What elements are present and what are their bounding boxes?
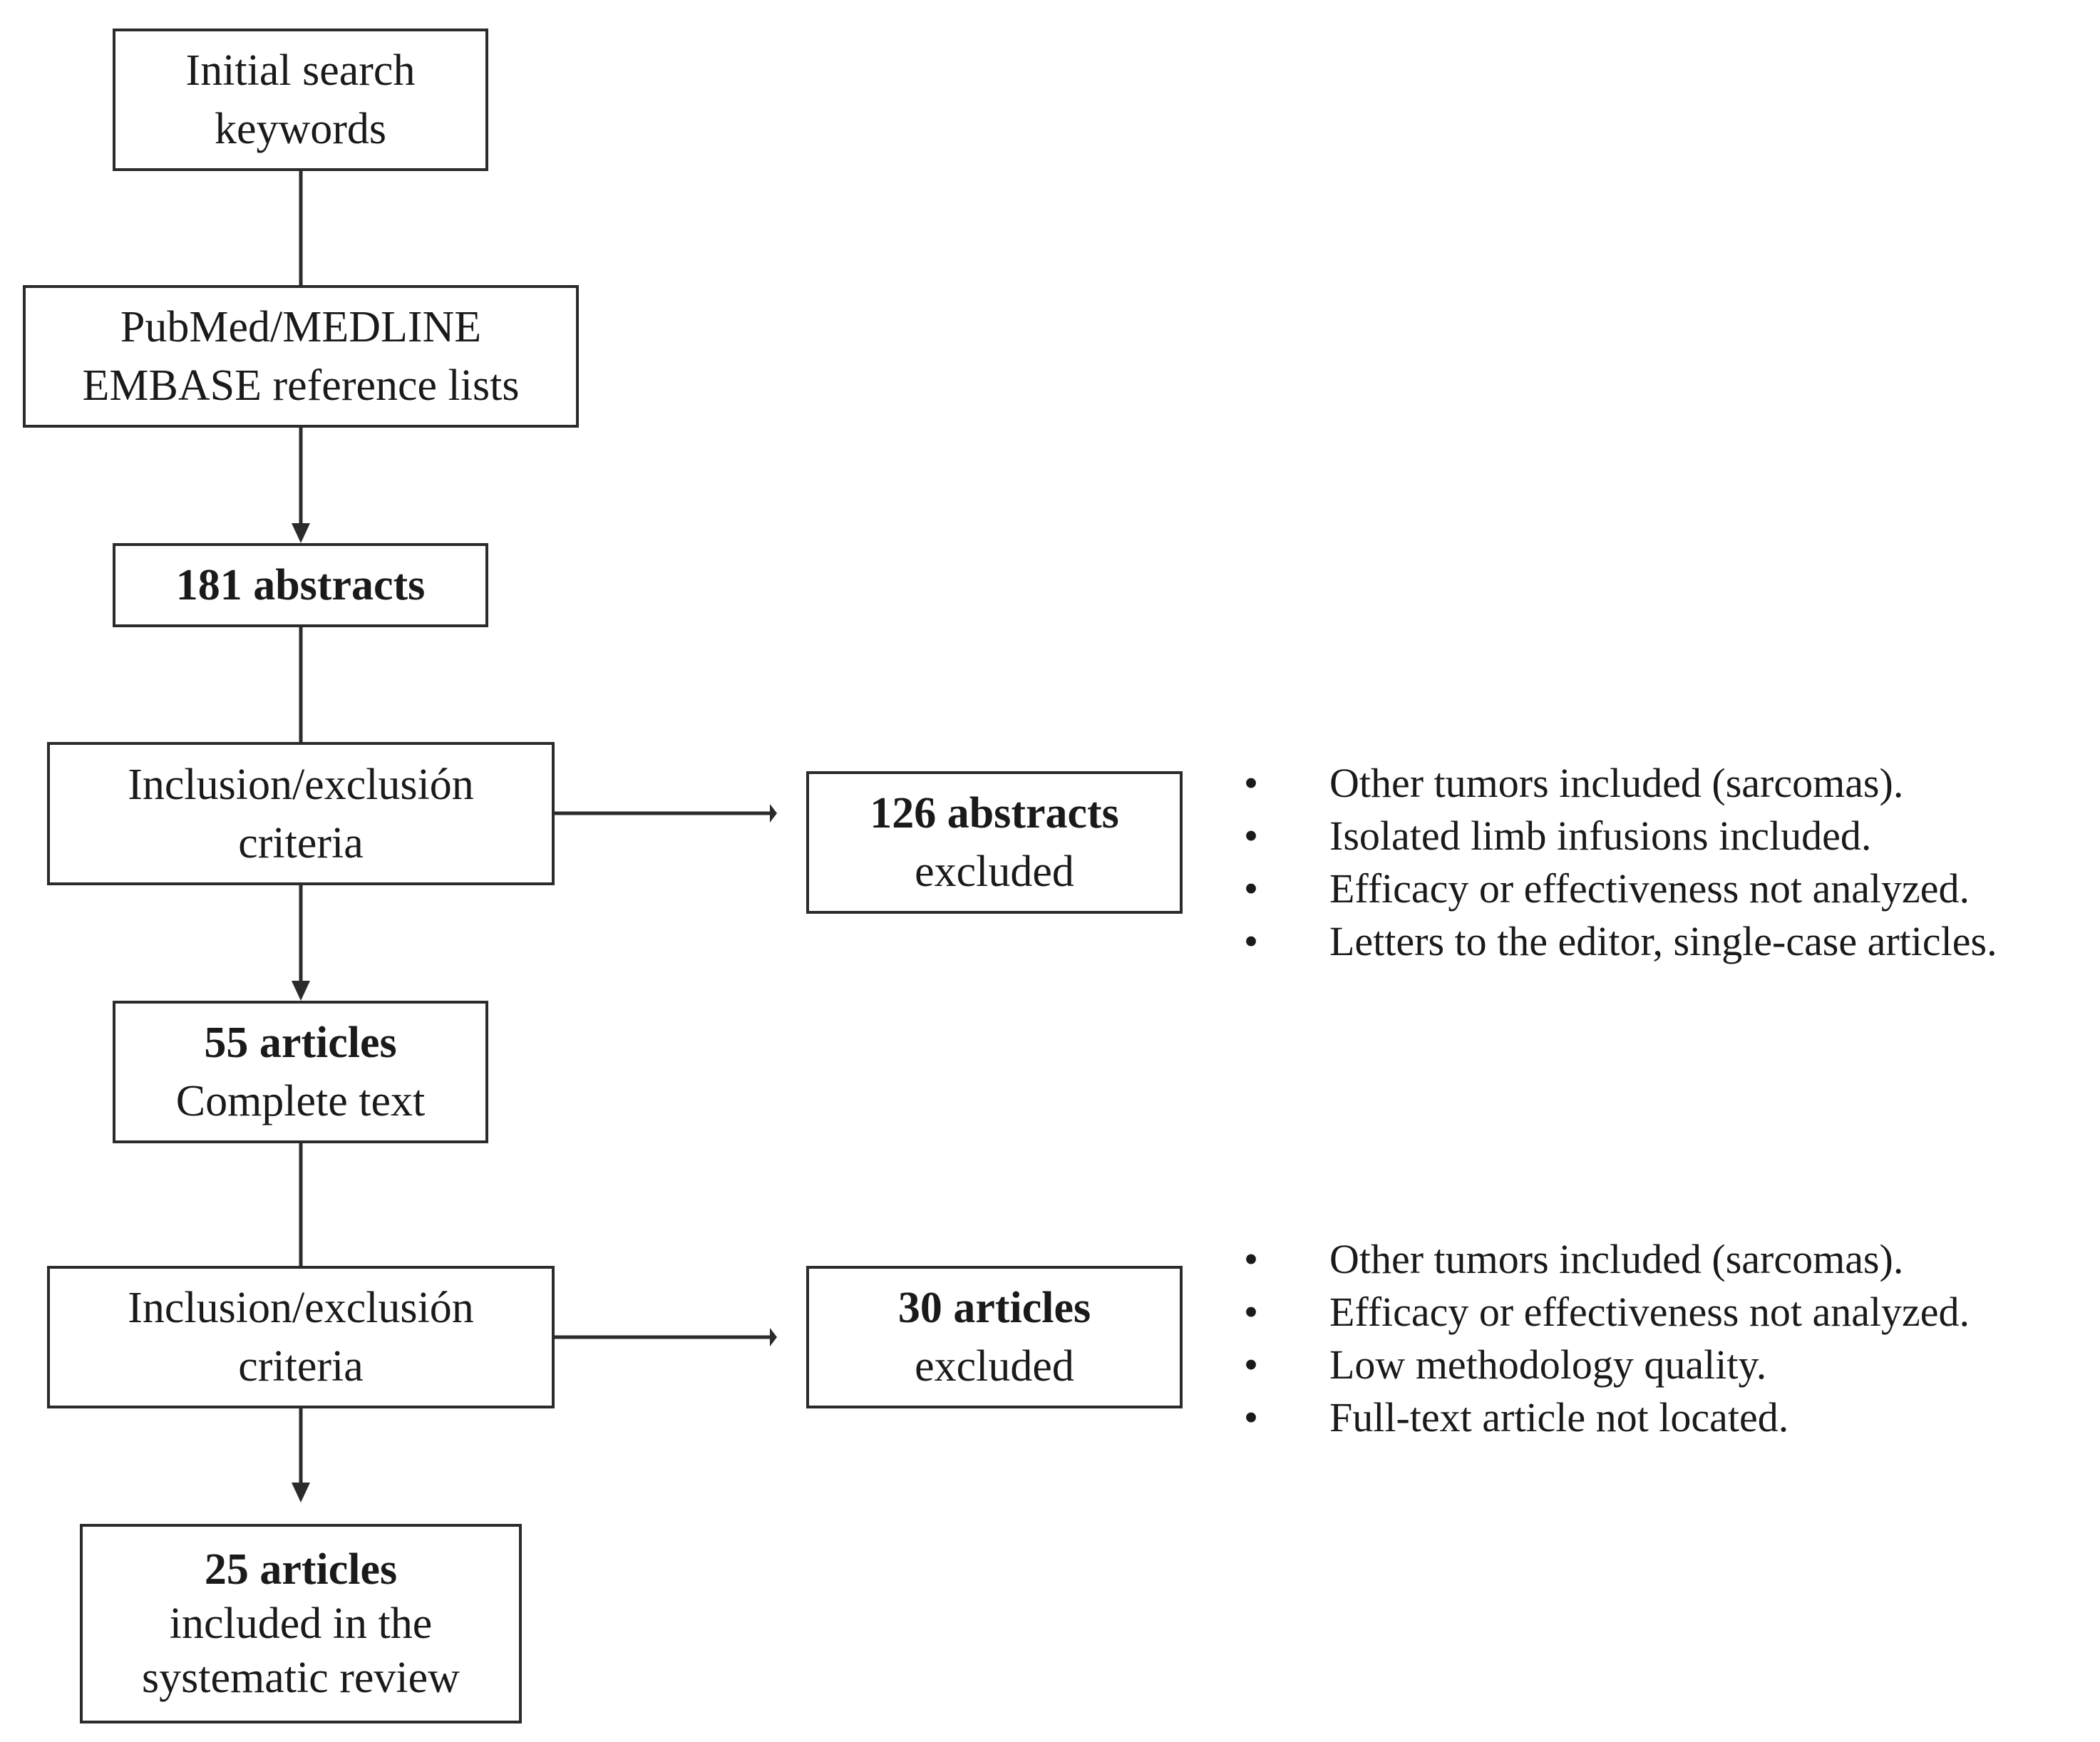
bullet-icon: •	[1243, 760, 1259, 806]
exclusion-reason-text: Full-text article not located.	[1329, 1394, 1789, 1440]
arrowhead-excluded-articles	[770, 1328, 777, 1346]
full-text-articles-box: 55 articles Complete text	[113, 1001, 488, 1143]
exclusion-reason: • Other tumors included (sarcomas).	[1240, 757, 1997, 810]
databases-line-2: EMBASE reference lists	[82, 361, 520, 410]
bullet-icon: •	[1243, 1289, 1259, 1335]
exclusion-reason-text: Letters to the editor, single-case artic…	[1329, 918, 1997, 964]
exclusion-reason: • Letters to the editor, single-case arti…	[1240, 915, 1997, 968]
bullet-icon: •	[1243, 813, 1259, 859]
arrowhead-articles	[292, 981, 310, 1001]
included-articles-count: 25 articles	[204, 1545, 398, 1594]
exclusion-reason: • Low methodology quality.	[1240, 1339, 1970, 1391]
articles-label: Complete text	[175, 1077, 426, 1125]
articles-count: 55 articles	[204, 1019, 397, 1067]
initial-search-box: Initial search keywords	[113, 29, 488, 171]
exclusion-reason: • Other tumors included (sarcomas).	[1240, 1233, 1970, 1286]
included-articles-box: 25 articles included in the systematic r…	[80, 1524, 522, 1723]
bullet-icon: •	[1243, 918, 1259, 964]
exclusion-reasons-list-2: • Other tumors included (sarcomas). • Effi…	[1240, 1233, 1970, 1444]
bullet-icon: •	[1243, 1236, 1259, 1282]
exclusion-reason: • Isolated limb infusions included.	[1240, 810, 1997, 862]
arrowhead-abstracts	[292, 523, 310, 543]
excluded-articles-box: 30 articles excluded	[806, 1266, 1183, 1408]
excluded-articles-label: excluded	[915, 1342, 1074, 1391]
excluded-articles-count: 30 articles	[897, 1284, 1091, 1332]
exclusion-reasons-list-1: • Other tumors included (sarcomas). • Isol…	[1240, 757, 1997, 968]
initial-search-line-1: Initial search	[185, 46, 416, 95]
bullet-icon: •	[1243, 1394, 1259, 1440]
exclusion-reason-text: Low methodology quality.	[1329, 1341, 1767, 1388]
included-articles-line-2: systematic review	[142, 1654, 460, 1702]
abstracts-box: 181 abstracts	[113, 543, 488, 627]
exclusion-reason: • Efficacy or effectiveness not analyzed.	[1240, 862, 1997, 915]
excluded-abstracts-count: 126 abstracts	[870, 789, 1119, 838]
arrowhead-excluded-abstracts	[770, 804, 777, 823]
included-articles-line-1: included in the	[169, 1599, 433, 1648]
excluded-abstracts-box: 126 abstracts excluded	[806, 771, 1183, 914]
abstracts-count: 181 abstracts	[175, 561, 426, 609]
criteria-2-line-1: Inclusion/exclusión	[128, 1284, 474, 1332]
criteria-box-1: Inclusion/exclusión criteria	[47, 742, 555, 885]
databases-box: PubMed/MEDLINE EMBASE reference lists	[23, 285, 579, 428]
exclusion-reason-text: Isolated limb infusions included.	[1329, 813, 1872, 859]
exclusion-reason-text: Other tumors included (sarcomas).	[1329, 760, 1904, 806]
databases-line-1: PubMed/MEDLINE	[120, 303, 482, 351]
excluded-abstracts-label: excluded	[915, 847, 1074, 896]
arrowhead-final	[292, 1483, 310, 1503]
initial-search-line-2: keywords	[214, 105, 387, 153]
criteria-1-line-2: criteria	[238, 818, 364, 867]
bullet-icon: •	[1243, 865, 1259, 912]
exclusion-reason-text: Other tumors included (sarcomas).	[1329, 1236, 1904, 1282]
exclusion-reason: • Full-text article not located.	[1240, 1391, 1970, 1444]
criteria-box-2: Inclusion/exclusión criteria	[47, 1266, 555, 1408]
criteria-2-line-2: criteria	[238, 1342, 364, 1391]
bullet-icon: •	[1243, 1341, 1259, 1388]
exclusion-reason: • Efficacy or effectiveness not analyzed.	[1240, 1286, 1970, 1339]
exclusion-reason-text: Efficacy or effectiveness not analyzed.	[1329, 1289, 1970, 1335]
criteria-1-line-1: Inclusion/exclusión	[128, 760, 474, 809]
exclusion-reason-text: Efficacy or effectiveness not analyzed.	[1329, 865, 1970, 912]
